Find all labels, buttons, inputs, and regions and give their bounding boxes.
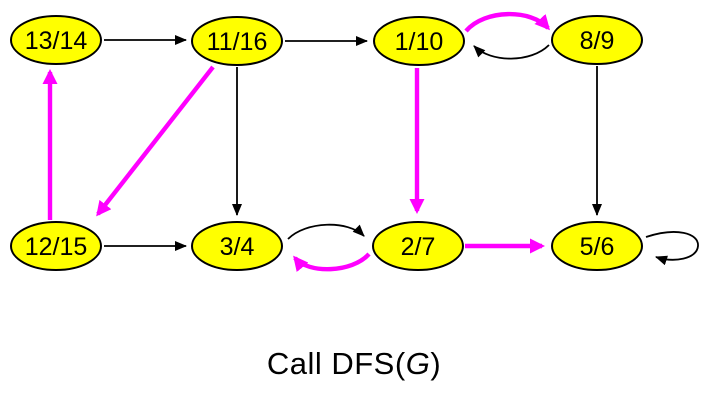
edges-layer — [42, 11, 699, 273]
node-label: 3/4 — [220, 233, 255, 261]
graph-node-8-9: 8/9 — [551, 15, 643, 65]
node-ellipse — [10, 15, 102, 65]
graph-edge-1-10-to-8-9 — [464, 11, 551, 33]
node-ellipse — [10, 221, 102, 271]
node-ellipse — [373, 16, 465, 66]
graph-node-11-16: 11/16 — [191, 16, 283, 66]
node-ellipse — [551, 15, 643, 65]
caption-graph-arg: G — [405, 346, 431, 381]
graph-edge-11-16-to-12-15 — [96, 65, 215, 217]
node-ellipse — [372, 221, 464, 271]
node-label: 11/16 — [207, 28, 268, 56]
graph-node-2-7: 2/7 — [372, 221, 464, 271]
graph-node-3-4: 3/4 — [191, 221, 283, 271]
graph-edge-2-7-to-3-4 — [293, 252, 371, 273]
graph-node-5-6: 5/6 — [551, 221, 643, 271]
graph-node-1-10: 1/10 — [373, 16, 465, 66]
node-ellipse — [191, 221, 283, 271]
figure-caption: Call DFS(G) — [0, 346, 708, 382]
node-label: 12/15 — [25, 233, 88, 261]
graph-edge-5-6-to-5-6 — [645, 231, 699, 266]
caption-call-text: Call DFS( — [266, 346, 406, 381]
node-ellipse — [191, 16, 283, 66]
node-label: 5/6 — [580, 233, 615, 261]
graph-edge-3-4-to-2-7 — [287, 223, 365, 240]
caption-close-paren: ) — [430, 346, 442, 381]
node-label: 8/9 — [580, 27, 615, 55]
node-ellipse — [551, 221, 643, 271]
graph-node-12-15: 12/15 — [10, 221, 102, 271]
graph-edge-8-9-to-1-10 — [473, 44, 550, 60]
nodes-layer: 13/14 11/16 1/10 8/9 12/15 3/4 2/7 5/6 — [10, 15, 643, 271]
graph-canvas: 13/14 11/16 1/10 8/9 12/15 3/4 2/7 5/6 — [10, 11, 699, 273]
node-label: 13/14 — [25, 27, 88, 55]
graph-node-13-14: 13/14 — [10, 15, 102, 65]
node-label: 1/10 — [395, 28, 444, 56]
node-label: 2/7 — [401, 233, 436, 261]
